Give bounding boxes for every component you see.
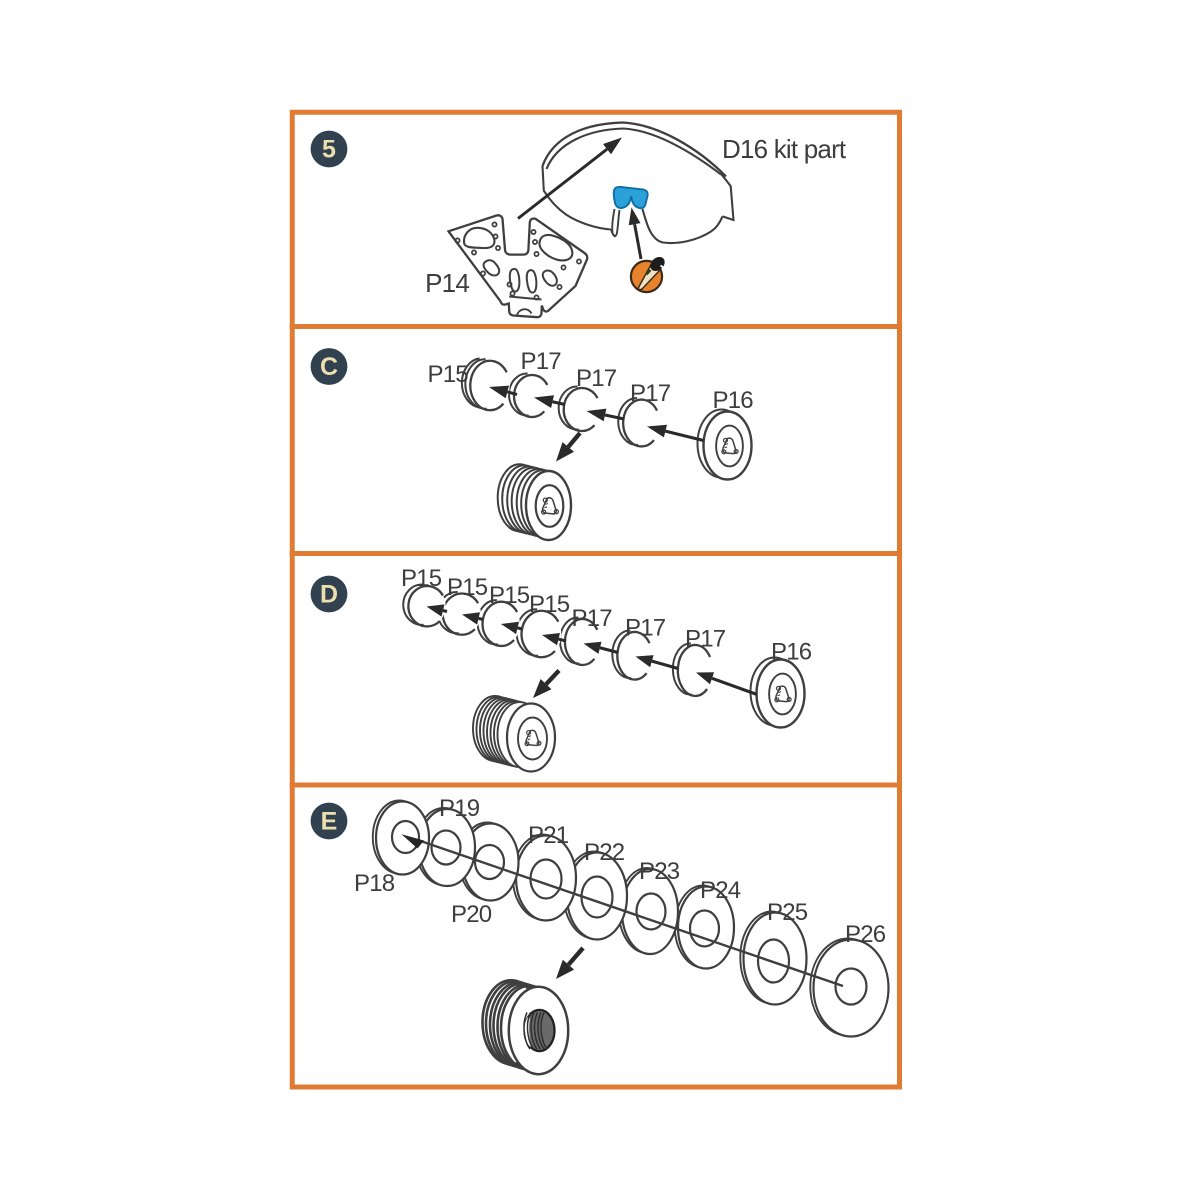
svg-text:P23: P23 [639,858,680,885]
svg-text:P26: P26 [845,921,886,948]
svg-text:5: 5 [322,136,336,164]
svg-text:P20: P20 [451,901,492,928]
svg-text:P24: P24 [700,877,741,904]
svg-text:D: D [320,581,338,609]
svg-text:P17: P17 [572,605,613,632]
svg-text:P15: P15 [428,361,469,388]
svg-text:P15: P15 [489,582,530,609]
svg-text:P15: P15 [529,591,570,618]
svg-text:C: C [320,353,338,381]
svg-text:E: E [321,808,338,836]
svg-text:P16: P16 [771,639,812,666]
svg-text:P17: P17 [685,626,726,653]
svg-text:P15: P15 [401,565,442,592]
svg-text:P17: P17 [521,348,562,375]
svg-text:P25: P25 [767,899,808,926]
svg-text:P17: P17 [625,615,666,642]
svg-text:P18: P18 [354,870,395,897]
svg-text:P19: P19 [439,795,480,822]
svg-text:D16 kit part: D16 kit part [722,134,847,164]
svg-text:P21: P21 [528,822,569,849]
svg-text:P14: P14 [425,268,469,298]
svg-text:P17: P17 [576,365,617,392]
svg-text:P15: P15 [447,574,488,601]
svg-text:P22: P22 [584,839,625,866]
svg-text:P17: P17 [630,380,671,407]
svg-text:P16: P16 [713,387,754,414]
